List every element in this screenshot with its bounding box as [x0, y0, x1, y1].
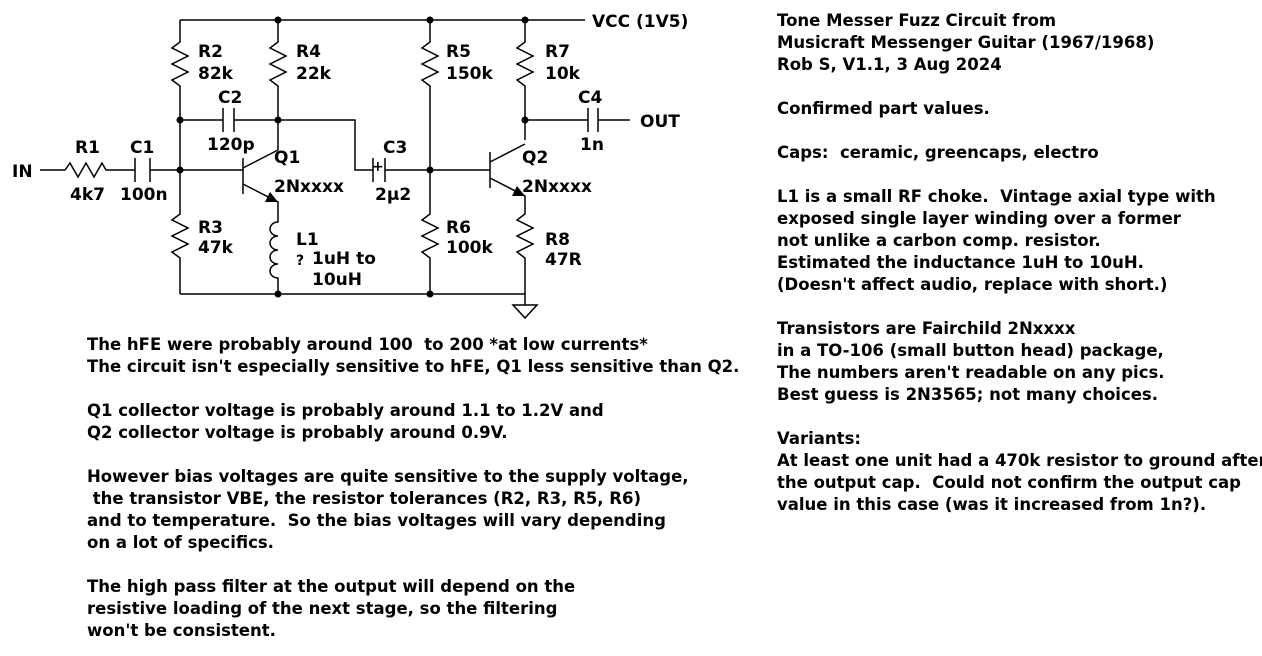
resistor-r4 [268, 38, 288, 90]
note-line: Caps: ceramic, greencaps, electro [777, 143, 1099, 162]
r8-value: 47R [545, 250, 582, 270]
note-line: not unlike a carbon comp. resistor. [777, 231, 1101, 250]
input-label: IN [12, 162, 33, 182]
r5-ref: R5 [446, 42, 471, 62]
c2-ref: C2 [218, 88, 242, 108]
r7-value: 10k [545, 64, 581, 84]
resistor-r1 [60, 161, 110, 179]
resistor-r8 [515, 210, 535, 262]
c3-value: 2µ2 [375, 185, 411, 205]
note-line: and to temperature. So the bias voltages… [87, 511, 666, 530]
note-line: The hFE were probably around 100 to 200 … [87, 335, 648, 354]
note-line [777, 164, 1262, 186]
inductor-l1 [269, 218, 279, 280]
junction-dots [176, 16, 529, 298]
c1-value: 100n [120, 185, 168, 205]
note-line: in a TO-106 (small button head) package, [777, 341, 1164, 360]
r1-ref: R1 [75, 138, 100, 158]
note-line: exposed single layer winding over a form… [777, 209, 1181, 228]
note-line: At least one unit had a 470k resistor to… [777, 451, 1262, 470]
note-line [777, 76, 1262, 98]
note-line: Transistors are Fairchild 2Nxxxx [777, 319, 1076, 338]
note-line: L1 is a small RF choke. Vintage axial ty… [777, 187, 1216, 206]
c4-value: 1n [580, 135, 604, 155]
note-line: value in this case (was it increased fro… [777, 495, 1207, 514]
capacitor-c2 [222, 108, 235, 132]
q1-value: 2Nxxxx [274, 177, 344, 197]
q2-ref: Q2 [522, 148, 548, 168]
note-line: Musicraft Messenger Guitar (1967/1968) [777, 33, 1155, 52]
r4-ref: R4 [296, 42, 321, 62]
note-line: Variants: [777, 429, 861, 448]
r2-value: 82k [198, 64, 234, 84]
output-label: OUT [640, 112, 680, 132]
note-line [777, 120, 1262, 142]
note-line: Best guess is 2N3565; not many choices. [777, 385, 1158, 404]
note-line: Tone Messer Fuzz Circuit from [777, 11, 1057, 30]
c1-ref: C1 [130, 138, 154, 158]
resistor-r3 [170, 210, 190, 262]
r5-value: 150k [446, 64, 493, 84]
resistor-r6 [420, 210, 440, 262]
q2-value: 2Nxxxx [522, 177, 592, 197]
c4-ref: C4 [578, 88, 602, 108]
notes-left-block: The hFE were probably around 100 to 200 … [87, 334, 739, 642]
note-line: Confirmed part values. [777, 99, 990, 118]
r2-ref: R2 [198, 42, 223, 62]
transistor-q2-emitter-arrow [512, 186, 525, 196]
note-line: Rob S, V1.1, 3 Aug 2024 [777, 55, 1002, 74]
note-line: won't be consistent. [87, 621, 276, 640]
note-line: the output cap. Could not confirm the ou… [777, 473, 1241, 492]
r6-value: 100k [446, 238, 493, 258]
c3-plus: + [372, 159, 384, 175]
note-line: Q1 collector voltage is probably around … [87, 401, 604, 420]
r7-ref: R7 [545, 42, 570, 62]
note-line [87, 444, 739, 466]
l1-ref: L1 [296, 230, 319, 250]
r4-value: 22k [296, 64, 332, 84]
c3-ref: C3 [383, 138, 407, 158]
capacitor-c4 [587, 108, 599, 132]
note-line [87, 554, 739, 576]
note-line: The numbers aren't readable on any pics. [777, 363, 1165, 382]
c2-value: 120p [207, 135, 255, 155]
capacitor-c3 [372, 158, 386, 182]
transistor-q1-emitter-arrow [265, 192, 278, 202]
r6-ref: R6 [446, 218, 471, 238]
r1-value: 4k7 [70, 185, 105, 205]
note-line: Q2 collector voltage is probably around … [87, 423, 508, 442]
note-line: the transistor VBE, the resistor toleran… [87, 489, 642, 508]
note-line [87, 378, 739, 400]
note-line: resistive loading of the next stage, so … [87, 599, 558, 618]
note-line: The circuit isn't especially sensitive t… [87, 357, 740, 376]
capacitor-c1 [134, 158, 151, 182]
resistor-r2 [170, 38, 190, 90]
ground-symbol [511, 304, 539, 320]
note-line [777, 406, 1262, 428]
q1-ref: Q1 [274, 148, 300, 168]
l1-value-line1: 1uH to [312, 249, 376, 269]
r8-ref: R8 [545, 230, 570, 250]
resistor-r7 [515, 38, 535, 90]
note-line: The high pass filter at the output will … [87, 577, 576, 596]
r3-value: 47k [198, 238, 234, 258]
l1-value-line2: 10uH [312, 270, 362, 290]
note-line [777, 296, 1262, 318]
schematic-labels: VCC (1V5) IN OUT R1 4k7 R2 82k R3 47k R4… [12, 12, 688, 290]
note-line: on a lot of specifics. [87, 533, 274, 552]
resistor-r5 [420, 38, 440, 90]
note-line: However bias voltages are quite sensitiv… [87, 467, 689, 486]
r3-ref: R3 [198, 218, 223, 238]
vcc-label: VCC (1V5) [592, 12, 688, 32]
note-line: (Doesn't affect audio, replace with shor… [777, 275, 1168, 294]
l1-mark: ? [296, 253, 304, 269]
note-line: Estimated the inductance 1uH to 10uH. [777, 253, 1144, 272]
